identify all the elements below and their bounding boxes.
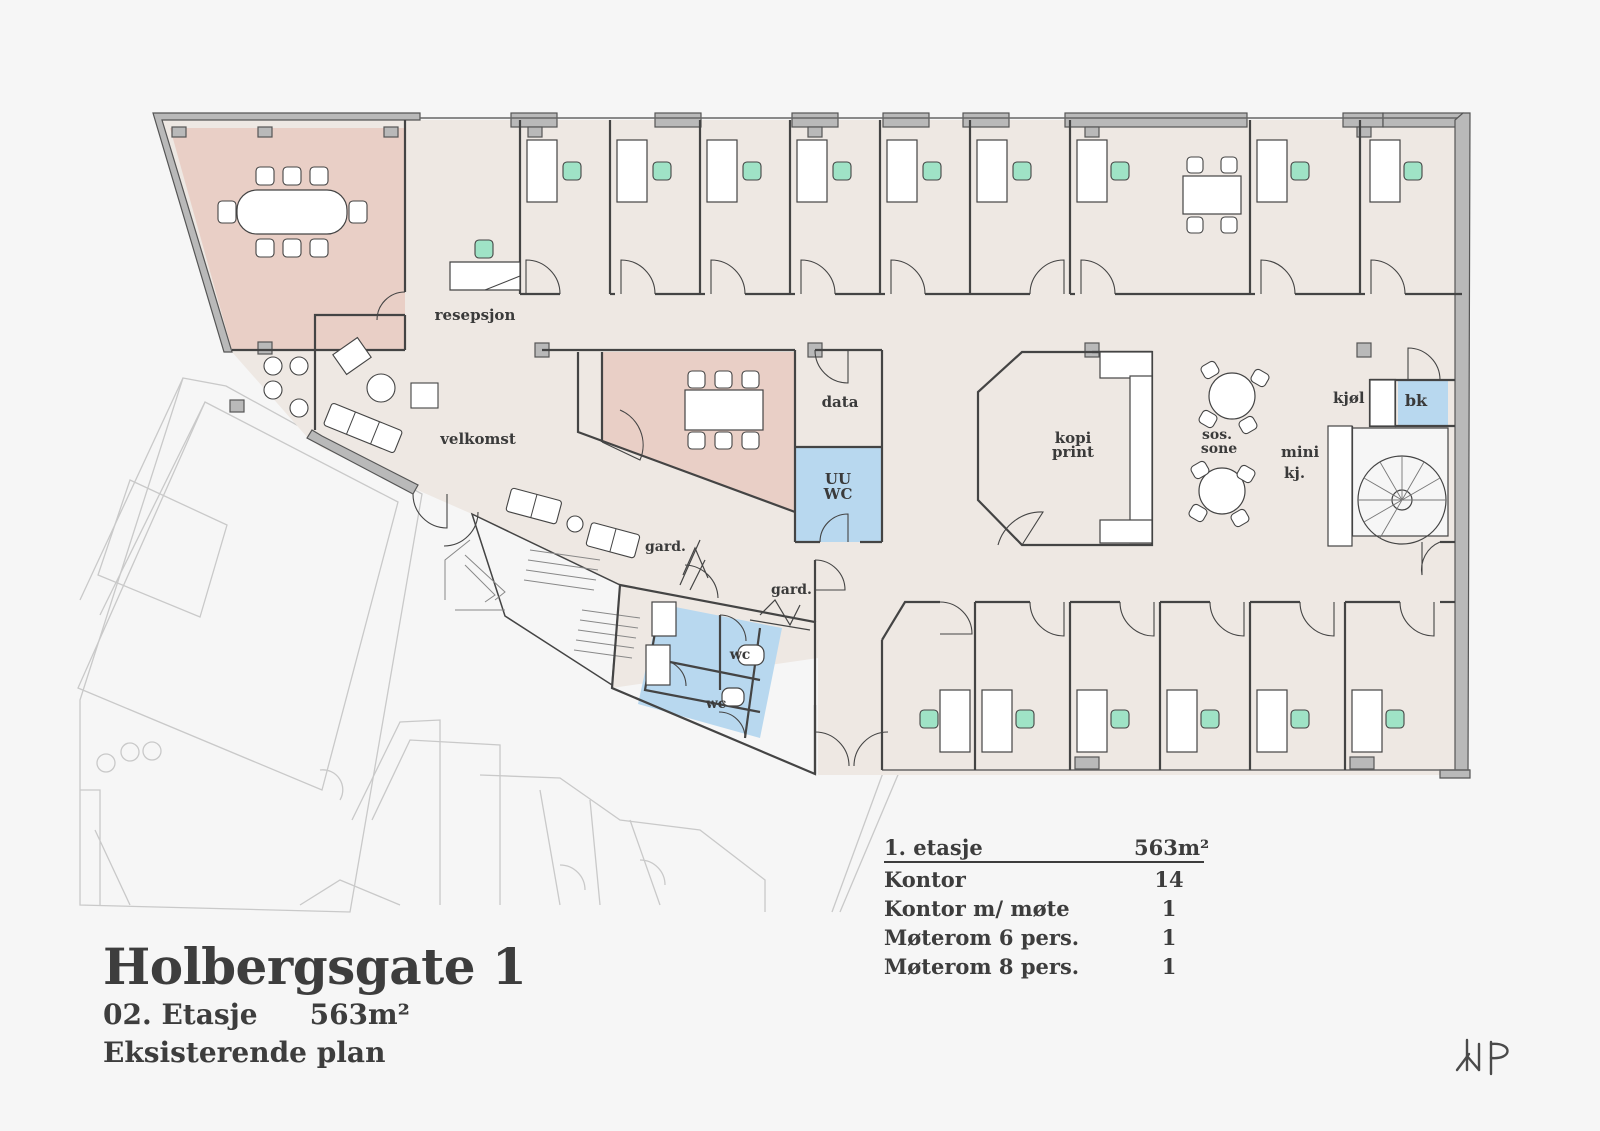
area-row-value: 1 bbox=[1161, 925, 1177, 950]
label-resepsjon: resepsjon bbox=[435, 306, 516, 324]
area-table: 1. etasje 563m² Kontor 14 Kontor m/ møte… bbox=[884, 835, 1210, 981]
label-bk: bk bbox=[1405, 391, 1428, 410]
social-zone-tables bbox=[1188, 360, 1270, 528]
label-kjol: kjøl bbox=[1333, 389, 1365, 407]
area-row-value: 1 bbox=[1161, 954, 1177, 979]
label-sone: sone bbox=[1201, 441, 1237, 457]
spiral-stair bbox=[1351, 427, 1449, 545]
label-kopi: kopi bbox=[1055, 429, 1092, 447]
office-meeting-table bbox=[1182, 156, 1242, 234]
area-table-header-value: 563m² bbox=[1134, 835, 1210, 860]
area-row-label: Møterom 8 pers. bbox=[884, 954, 1080, 979]
bk-floor bbox=[1398, 380, 1448, 426]
floor-area: 563m² bbox=[309, 998, 410, 1031]
uu-wc-floor bbox=[795, 447, 882, 542]
label-kj: kj. bbox=[1284, 464, 1305, 482]
label-velkomst: velkomst bbox=[439, 430, 516, 448]
plan-type: Eksisterende plan bbox=[103, 1036, 386, 1069]
kitchen-counter bbox=[1099, 351, 1396, 547]
meeting-table-6 bbox=[684, 370, 764, 450]
wc-fixtures bbox=[645, 539, 811, 707]
area-table-row: Møterom 8 pers. 1 bbox=[884, 952, 1204, 981]
project-title: Holbergsgate 1 bbox=[103, 937, 527, 996]
label-uu-wc: WC bbox=[823, 485, 853, 503]
reception-desk bbox=[449, 239, 521, 291]
area-row-label: Kontor m/ møte bbox=[884, 896, 1070, 921]
label-gard-1: gard. bbox=[645, 539, 686, 555]
area-table-row: Kontor m/ møte 1 bbox=[884, 894, 1204, 923]
label-print: print bbox=[1052, 443, 1094, 461]
label-data: data bbox=[822, 393, 859, 411]
area-table-header: 1. etasje 563m² bbox=[884, 835, 1210, 863]
exterior-walls bbox=[152, 112, 1471, 779]
area-table-header-label: 1. etasje bbox=[884, 835, 983, 860]
label-uu: UU bbox=[825, 470, 851, 488]
neighboring-building-outline bbox=[77, 377, 901, 913]
area-row-value: 14 bbox=[1154, 867, 1184, 892]
title-block: Holbergsgate 1 02. Etasje 563m² Eksistere… bbox=[103, 937, 527, 1072]
area-row-value: 1 bbox=[1161, 896, 1177, 921]
label-mini: mini bbox=[1281, 443, 1319, 461]
label-wc-1: wc bbox=[729, 647, 751, 663]
label-sos: sos. bbox=[1202, 427, 1232, 443]
office-desks-bottom bbox=[919, 689, 1405, 753]
office-desks-top bbox=[526, 139, 1423, 203]
floor-line: 02. Etasje 563m² bbox=[103, 996, 526, 1034]
room-labels: resepsjon velkomst data UU WC kopi print… bbox=[435, 306, 1428, 712]
floor-label: 02. Etasje bbox=[103, 998, 258, 1031]
data-room-floor bbox=[795, 352, 882, 447]
lounge-furniture bbox=[263, 336, 641, 559]
area-table-row: Kontor 14 bbox=[884, 865, 1204, 894]
area-row-label: Møterom 6 pers. bbox=[884, 925, 1080, 950]
klp-logo-icon bbox=[1455, 1038, 1509, 1076]
area-table-row: Møterom 6 pers. 1 bbox=[884, 923, 1204, 952]
doors bbox=[376, 259, 1441, 767]
label-gard-2: gard. bbox=[771, 582, 812, 598]
label-wc-2: wc bbox=[705, 696, 727, 712]
meeting-table-8 bbox=[217, 166, 368, 258]
area-row-label: Kontor bbox=[884, 867, 966, 892]
